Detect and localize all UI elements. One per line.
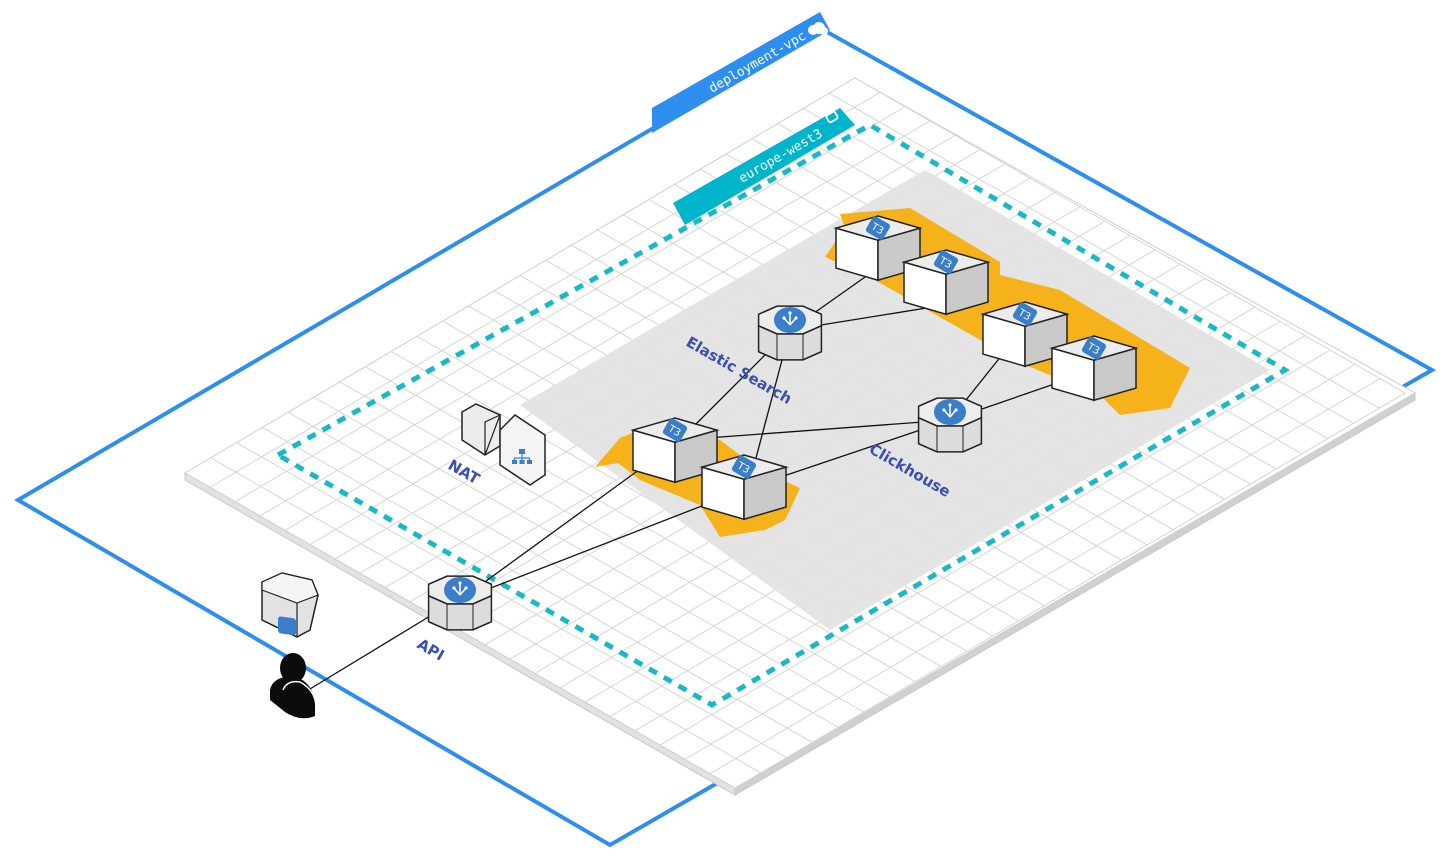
instance-elastic-2: T3 <box>901 249 991 316</box>
s3-storage: S3 <box>261 572 319 670</box>
nat-gateway <box>461 403 546 486</box>
instance-chip-icon: T3 <box>1081 336 1107 360</box>
instance-chip-icon: T3 <box>731 455 757 479</box>
load-balancer-elastic <box>757 305 823 361</box>
network-hierarchy-icon <box>512 449 532 464</box>
load-balancer-icon <box>774 307 806 333</box>
load-balancer-api <box>427 575 493 631</box>
load-balancer-icon <box>934 399 966 425</box>
load-balancer-clickhouse <box>917 397 983 453</box>
instance-chip-icon: T3 <box>865 216 891 240</box>
instance-chip-icon: T3 <box>933 250 959 274</box>
instance-clickhouse-1: T3 <box>980 301 1070 368</box>
instance-clickhouse-2: T3 <box>1049 335 1139 402</box>
instance-chip-icon: T3 <box>1012 302 1038 326</box>
vpc-boundary <box>14 25 1437 848</box>
region-boundary <box>272 122 1290 708</box>
label-api: API <box>414 635 447 665</box>
load-balancer-icon <box>444 577 476 603</box>
vpc-label: deployment-vpc <box>707 29 809 97</box>
s3-bucket-icon <box>278 616 296 636</box>
user-icon <box>270 653 317 719</box>
instance-api-2: T3 <box>699 454 789 521</box>
instance-elastic-1: T3 <box>833 215 923 282</box>
tag-icon <box>825 110 839 124</box>
instance-chip-icon: T3 <box>662 418 688 442</box>
cloud-icon <box>808 22 828 35</box>
